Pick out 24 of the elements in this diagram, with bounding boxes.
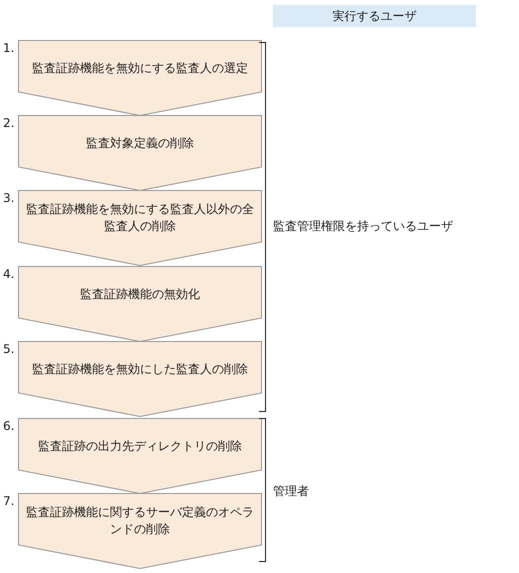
step-text: 監査証跡機能に関するサーバ定義のオペランドの削除 xyxy=(25,504,255,538)
step-arrow-shape xyxy=(18,190,262,266)
step-text: 監査証跡機能の無効化 xyxy=(79,286,201,302)
step-number: 5. xyxy=(3,342,14,356)
step-text: 監査対象定義の削除 xyxy=(85,134,195,152)
group-label: 監査管理権限を持っているユーザ xyxy=(273,218,453,235)
column-header: 実行するユーザ xyxy=(273,5,476,27)
step-text: 監査証跡の出力先ディレクトリの削除 xyxy=(37,438,243,454)
step-arrow-shape xyxy=(18,40,262,116)
step-number: 6. xyxy=(3,419,14,433)
step-number: 2. xyxy=(3,116,14,130)
step-number: 1. xyxy=(3,41,14,55)
step-arrow-shape xyxy=(18,341,262,417)
step-text: 監査証跡機能を無効にする監査人以外の全監査人の削除 xyxy=(25,201,255,235)
step-arrow-shape xyxy=(18,266,262,342)
step-number: 7. xyxy=(3,494,14,508)
step-text: 監査証跡機能を無効にした監査人の削除 xyxy=(31,360,249,378)
group-label: 管理者 xyxy=(273,483,309,500)
step-number: 4. xyxy=(3,267,14,281)
step-arrow-shape xyxy=(18,493,262,569)
step-number: 3. xyxy=(3,191,14,205)
step-arrow-shape xyxy=(18,115,262,191)
step-arrow-shape xyxy=(18,418,262,494)
step-text: 監査証跡機能を無効にする監査人の選定 xyxy=(31,60,249,76)
